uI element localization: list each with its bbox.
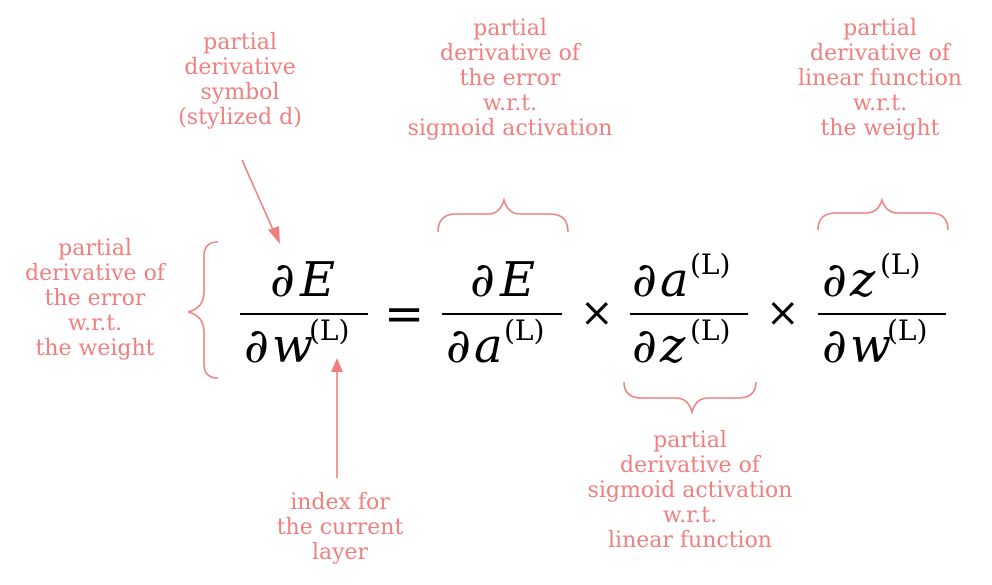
superscript-layer: (L)	[690, 314, 730, 347]
superscript-layer: (L)	[504, 314, 544, 347]
multiply-sign-2: ×	[766, 290, 800, 336]
arrow-head-partial-symbol	[268, 226, 280, 244]
brace-linear-wrt-weight	[817, 197, 949, 231]
fraction-error-wrt-activation: ∂ E ∂ a (L)	[442, 252, 562, 374]
symbol-activation: a	[660, 252, 689, 308]
partial-symbol: ∂	[446, 318, 471, 374]
annotation-linear-wrt-weight: partial derivative of linear function w.…	[798, 16, 962, 141]
superscript-layer: (L)	[887, 314, 927, 347]
symbol-linear: z	[849, 252, 876, 308]
symbol-error: E	[499, 252, 535, 308]
annotation-activation-wrt-linear: partial derivative of sigmoid activation…	[587, 428, 793, 553]
fraction-linear-wrt-weight: ∂ z (L) ∂ w (L)	[818, 248, 946, 374]
annotation-partial-symbol: partial derivative symbol (stylized d)	[178, 30, 302, 130]
annotation-layer-index: index for the current layer	[276, 490, 404, 565]
symbol-linear: z	[659, 318, 686, 374]
fraction-activation-wrt-linear: ∂ a (L) ∂ z (L)	[630, 248, 748, 374]
symbol-weight: w	[850, 318, 891, 374]
annotation-error-wrt-activation: partial derivative of the error w.r.t. s…	[407, 16, 613, 141]
superscript-layer: (L)	[309, 314, 349, 347]
partial-symbol: ∂	[470, 252, 495, 308]
symbol-activation: a	[474, 318, 503, 374]
superscript-layer: (L)	[880, 248, 920, 281]
left-brace	[187, 241, 219, 379]
arrow-head-layer-index	[331, 358, 343, 372]
superscript-layer: (L)	[690, 248, 730, 281]
partial-symbol: ∂	[822, 252, 847, 308]
equals-sign: =	[384, 286, 424, 342]
partial-symbol: ∂	[244, 318, 269, 374]
partial-symbol: ∂	[632, 318, 657, 374]
partial-symbol: ∂	[270, 252, 295, 308]
partial-symbol: ∂	[822, 318, 847, 374]
brace-activation-wrt-linear	[623, 381, 757, 415]
symbol-error: E	[299, 252, 335, 308]
arrow-to-partial-symbol	[241, 159, 275, 233]
multiply-sign-1: ×	[580, 290, 614, 336]
partial-symbol: ∂	[632, 252, 657, 308]
fraction-error-wrt-weight: ∂ E ∂ w (L)	[240, 252, 368, 374]
annotation-error-wrt-weight: partial derivative of the error w.r.t. t…	[25, 236, 165, 361]
symbol-weight: w	[272, 318, 313, 374]
brace-error-wrt-activation	[437, 197, 569, 233]
